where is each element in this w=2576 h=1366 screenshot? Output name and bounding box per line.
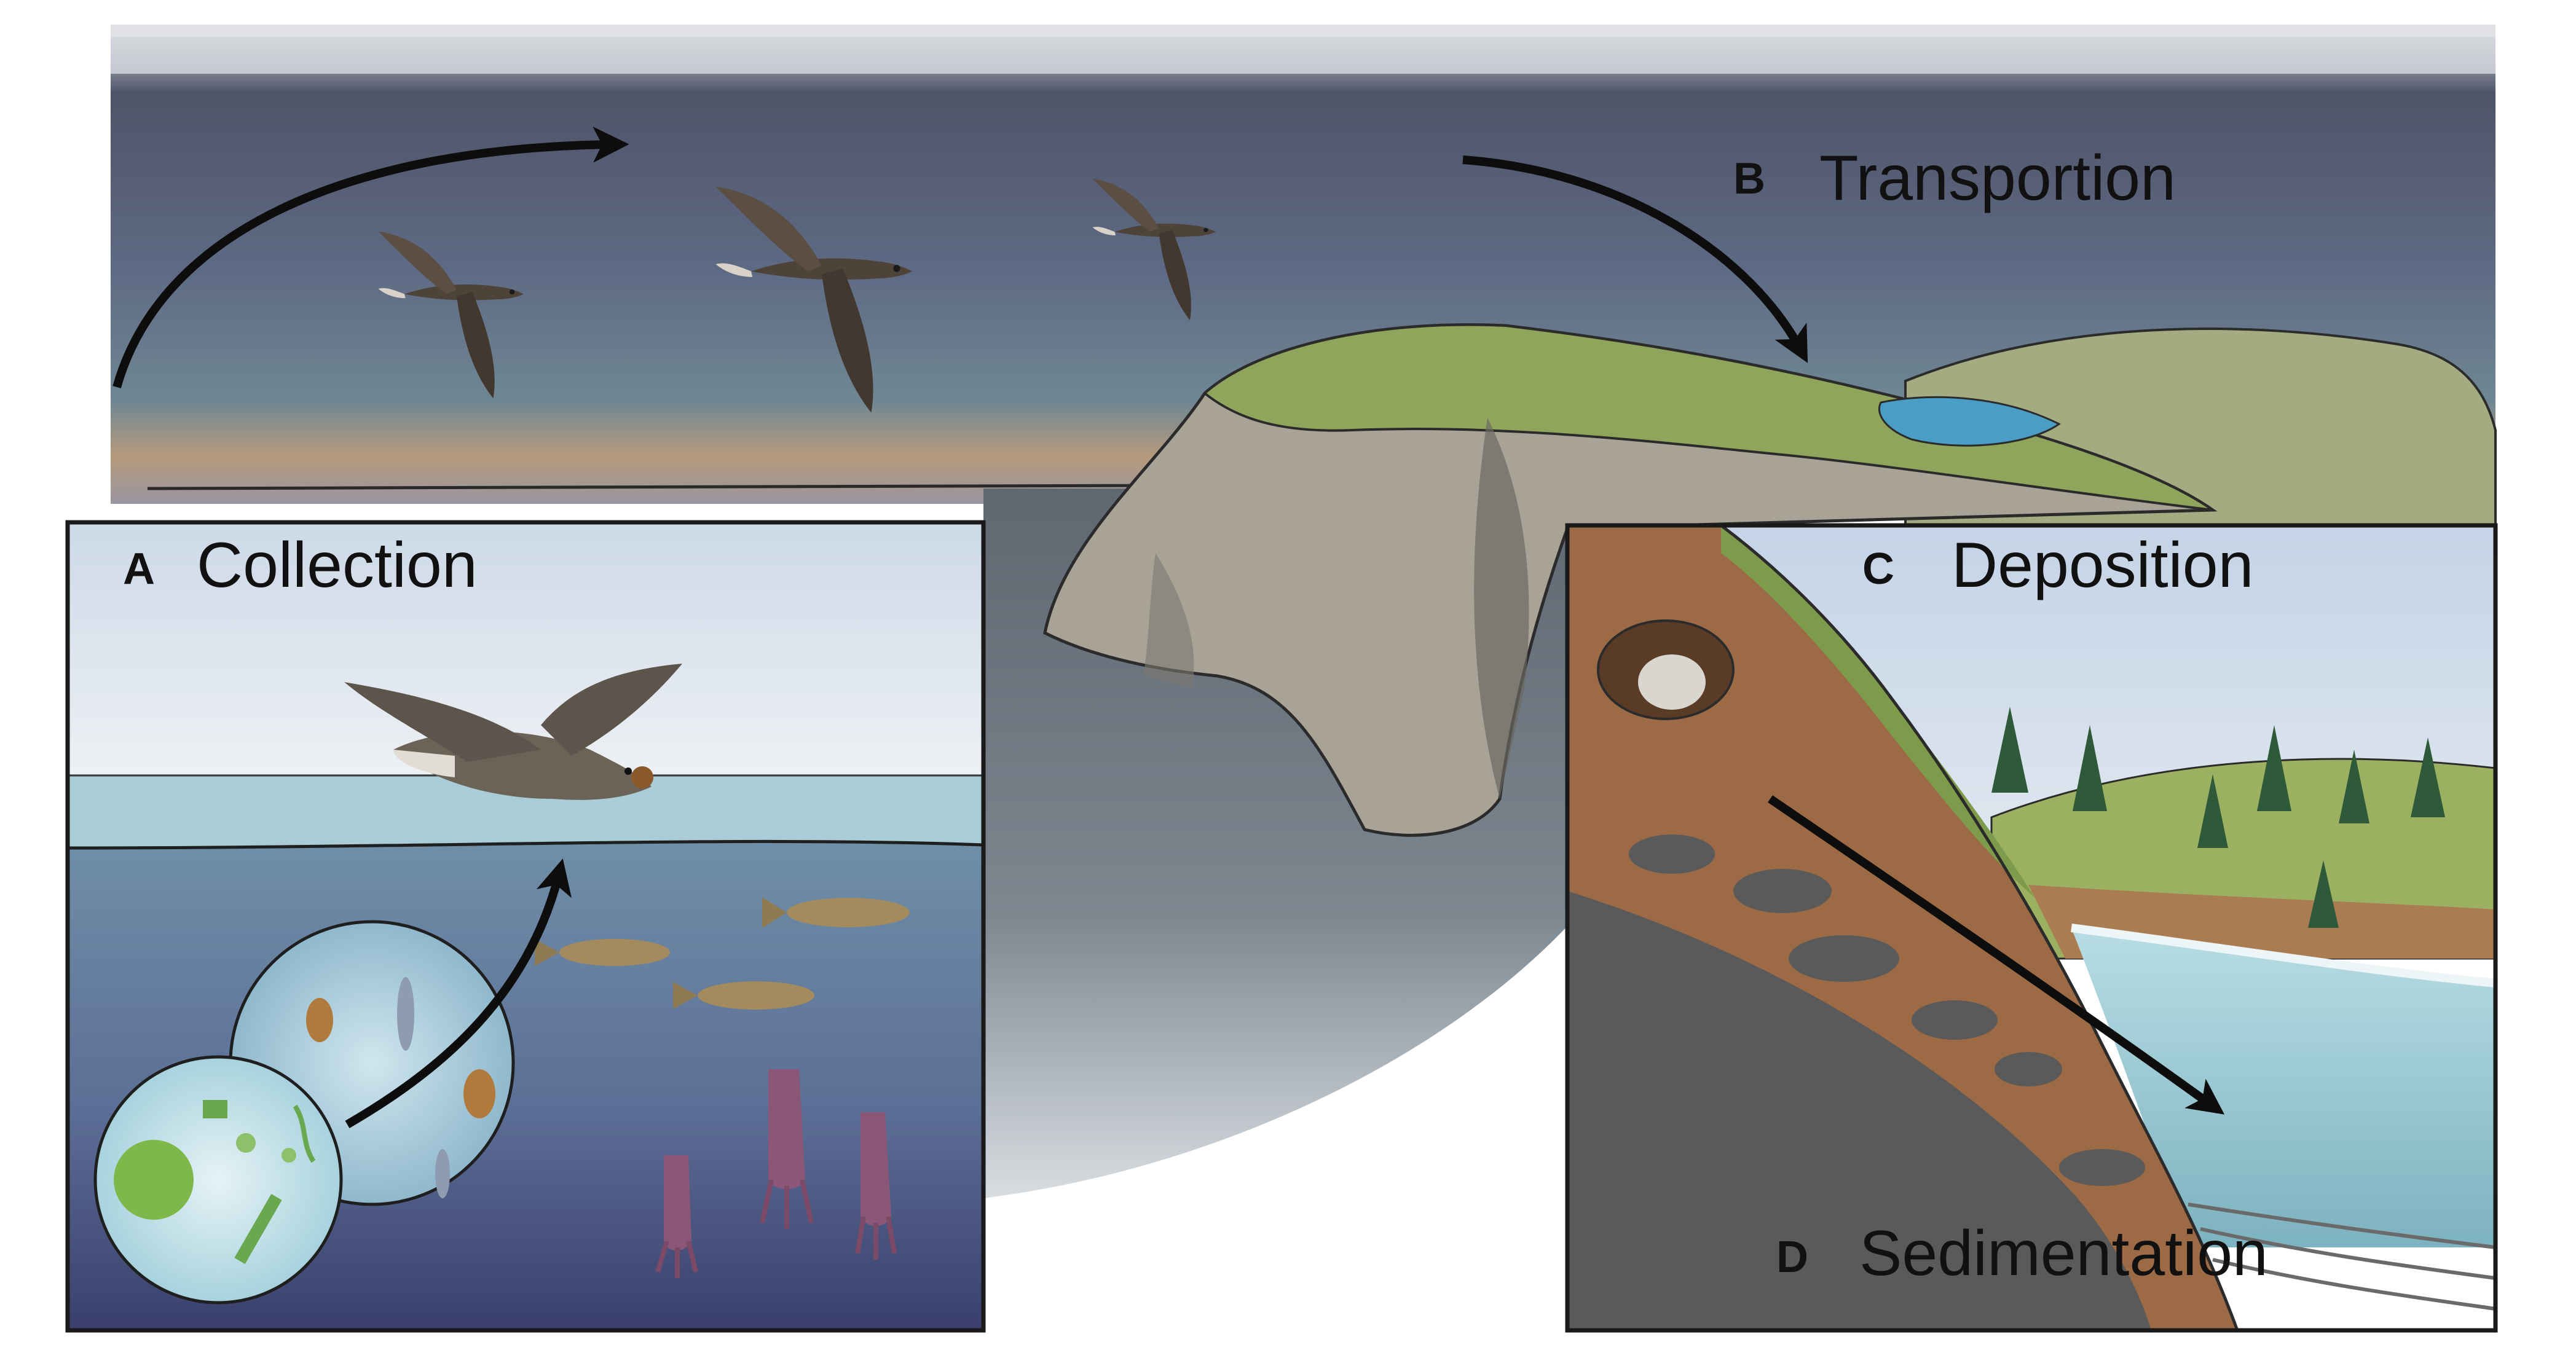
panel-c-lake <box>2071 928 2495 1247</box>
arrow-transport-inbound <box>1462 155 1808 363</box>
feeding-seabird <box>344 664 682 800</box>
fish <box>673 981 814 1010</box>
fish <box>762 897 910 928</box>
headland <box>1043 323 2497 837</box>
panel-c-grass-slope <box>1721 525 2034 897</box>
fish <box>535 939 670 966</box>
squid <box>655 1155 698 1278</box>
arrow-deposition <box>1768 795 2225 1115</box>
phytoplankton <box>114 1100 316 1264</box>
cliff-shadow <box>1474 418 1529 799</box>
panel-cd-border <box>1565 523 2498 1333</box>
squid <box>760 1069 814 1229</box>
panel-a-letter: A <box>123 544 155 594</box>
panel-b-title: Transportion <box>1819 143 2176 214</box>
conifer-trees <box>1991 707 2445 928</box>
panel-c-lake-foam <box>2071 924 2496 987</box>
panel-d-letter: D <box>1776 1233 1808 1282</box>
headland-lake <box>1878 396 2061 447</box>
panel-c-letter: C <box>1862 544 1894 594</box>
panel-b-label: B Transportion <box>1733 143 2176 214</box>
horizon-line <box>147 484 1168 490</box>
panel-a-title: Collection <box>197 530 478 601</box>
arrow-transport-outbound <box>112 127 629 388</box>
panel-a-sea-surface <box>68 774 983 848</box>
phytoplankton-lens <box>93 1055 343 1305</box>
squid <box>855 1112 897 1260</box>
panel-c-bedrock <box>1567 891 2151 1330</box>
sky-top-haze <box>111 25 2495 74</box>
guano-deposits <box>1629 834 2145 1186</box>
zooplankton <box>306 977 495 1198</box>
panel-a-border <box>65 520 986 1333</box>
cliff-shadow <box>1143 553 1194 688</box>
squid-group <box>655 1069 897 1278</box>
panel-b-letter: B <box>1733 154 1765 203</box>
panel-a-collection: A Collection <box>65 520 986 1333</box>
arrow-collection <box>345 858 572 1129</box>
panel-cd-deposition-sedimentation: C Deposition D Sedimentation <box>1565 523 2498 1333</box>
chick <box>1638 654 1706 710</box>
panel-c-title: Deposition <box>1952 530 2253 601</box>
nest-burrow <box>1597 619 1735 720</box>
fish-school <box>535 897 910 1010</box>
panel-c-slope-edge <box>1720 524 2239 1331</box>
panel-d-title: Sedimentation <box>1859 1218 2268 1289</box>
panel-a-waterline <box>67 839 984 850</box>
lake-sediment-layers <box>2188 1203 2496 1311</box>
cliff-grass-top <box>1202 323 2214 511</box>
